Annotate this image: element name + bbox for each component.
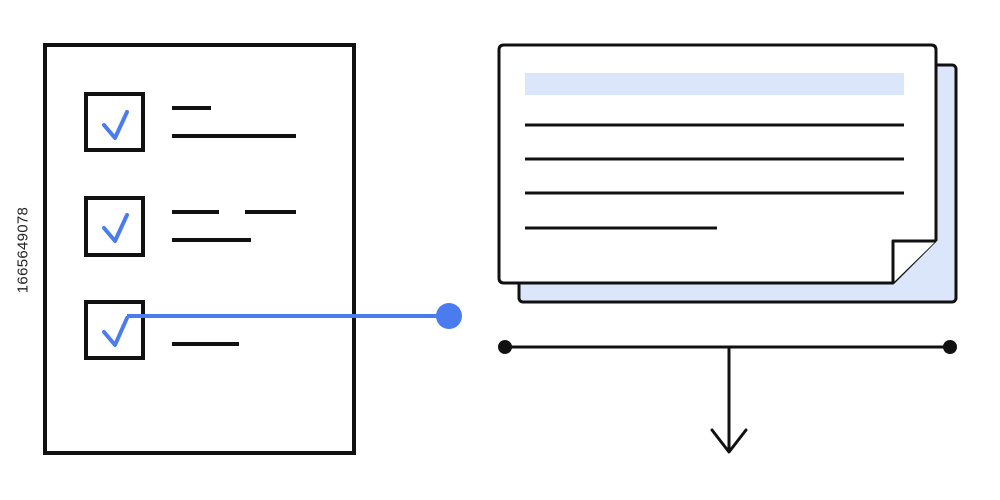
stock-id-text: 1665649078 bbox=[14, 206, 32, 294]
front-page bbox=[497, 43, 938, 285]
checkbox bbox=[84, 92, 145, 152]
checkmark-icon bbox=[102, 110, 129, 140]
checkbox bbox=[84, 196, 145, 257]
timeline-endpoint bbox=[498, 340, 512, 354]
checklist-document bbox=[43, 43, 356, 455]
checklist-item bbox=[84, 196, 296, 257]
checkbox bbox=[84, 300, 145, 360]
arrow-down-icon bbox=[710, 428, 748, 454]
checkmark-icon bbox=[102, 316, 129, 347]
connector-dot bbox=[436, 303, 462, 329]
document-stack bbox=[497, 43, 958, 304]
timeline-endpoint bbox=[943, 340, 957, 354]
checklist-item bbox=[84, 300, 239, 360]
checkmark-icon bbox=[102, 213, 129, 243]
document-header-bar bbox=[525, 73, 904, 95]
timeline bbox=[498, 340, 957, 454]
connector bbox=[127, 303, 462, 329]
checklist-item bbox=[84, 92, 296, 152]
page-curl-icon bbox=[891, 239, 936, 283]
